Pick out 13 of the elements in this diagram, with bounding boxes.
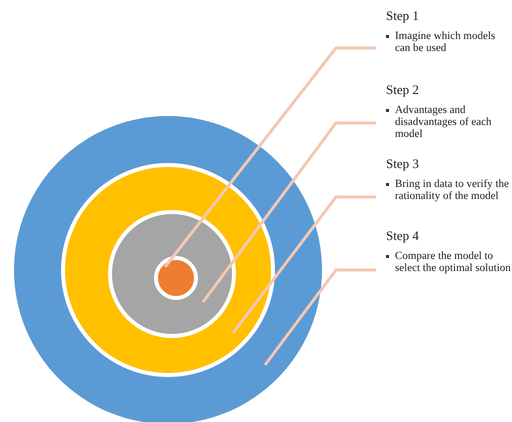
step-heading: Step 4 — [386, 228, 420, 244]
target-ring — [154, 256, 198, 300]
step-description: Advantages and disadvantages of each model — [395, 104, 493, 140]
leader-line — [232, 196, 376, 334]
step-heading: Step 1 — [386, 8, 420, 24]
leader-line — [164, 46, 376, 268]
leader-line — [264, 268, 376, 366]
step-description: Bring in data to verify the rationality of the model — [395, 178, 510, 202]
step-description: Compare the model to select the optimal solution — [395, 250, 512, 274]
leader-line — [202, 122, 376, 303]
step-heading: Step 3 — [386, 156, 420, 172]
step-description: Imagine which models can be used — [395, 30, 496, 54]
step-heading: Step 2 — [386, 82, 420, 98]
